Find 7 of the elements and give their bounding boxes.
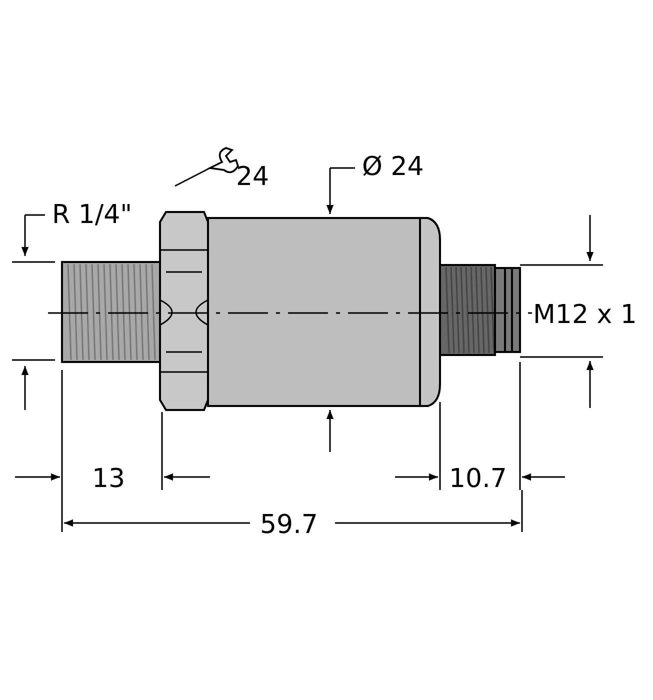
dimension-label: Ø 24 [362, 152, 424, 182]
thread-label: M12 x 1 [533, 300, 637, 330]
dimension-label: 10.7 [449, 464, 507, 494]
dimension-label: 59.7 [260, 510, 318, 540]
dimension-label: 13 [92, 464, 126, 494]
thread-label: R 1/4" [52, 200, 132, 230]
dimension-label: 24 [236, 162, 270, 192]
